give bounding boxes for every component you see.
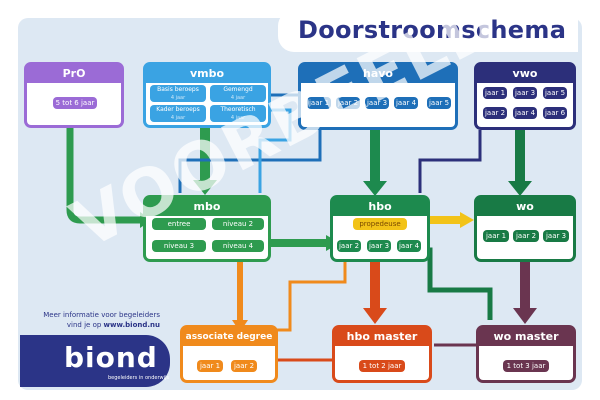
box-associate-degree: associate degree jaar 1 jaar 2 bbox=[180, 325, 278, 383]
pro-duration: 5 tot 6 jaar bbox=[53, 97, 97, 109]
vmbo-track-kader-name: Kader beroeps bbox=[156, 106, 200, 113]
arrow-havo-mbo bbox=[178, 130, 322, 193]
vmbo-track-theoretisch-name: Theoretisch bbox=[220, 106, 256, 113]
vmbo-track-kader-years: 4 jaar bbox=[170, 115, 186, 121]
page-title: Doorstroomschema bbox=[298, 16, 567, 44]
box-pro: PrO 5 tot 6 jaar bbox=[24, 62, 124, 128]
logo-tagline: begeleiders in onderwijs bbox=[108, 375, 170, 381]
havo-jaar-1: jaar 1 bbox=[307, 97, 331, 109]
ad-jaar-2: jaar 2 bbox=[231, 360, 257, 372]
arrow-vmbo-havo-entry bbox=[258, 108, 292, 193]
havo-jaar-5: jaar 5 bbox=[427, 97, 451, 109]
box-hbo-master-header: hbo master bbox=[335, 328, 429, 346]
info-line-2-text: vind je op bbox=[66, 321, 102, 329]
havo-jaar-2: jaar 2 bbox=[336, 97, 360, 109]
vmbo-track-basis-years: 4 jaar bbox=[170, 95, 186, 101]
vwo-jaar-6: jaar 6 bbox=[543, 107, 567, 119]
box-havo-header: havo bbox=[301, 65, 455, 83]
box-mbo: mbo entree niveau 2 niveau 3 niveau 4 bbox=[143, 195, 271, 262]
vwo-jaar-2: jaar 2 bbox=[483, 107, 507, 119]
box-havo: havo jaar 1 jaar 2 jaar 3 jaar 4 jaar 5 bbox=[298, 62, 458, 130]
box-vmbo-header: vmbo bbox=[146, 65, 268, 83]
info-line-2: vind je op www.biond.nu bbox=[20, 320, 160, 330]
wo-jaar-2: jaar 2 bbox=[513, 230, 539, 242]
vmbo-track-kader: Kader beroeps 4 jaar bbox=[150, 105, 206, 122]
box-hbo: hbo propedeuse jaar 2 jaar 3 jaar 4 bbox=[330, 195, 430, 262]
box-associate-degree-header: associate degree bbox=[183, 328, 275, 346]
box-wo-master-header: wo master bbox=[479, 328, 573, 346]
hbo-jaar-2: jaar 2 bbox=[337, 240, 361, 252]
vmbo-track-gemengd-name: Gemengd bbox=[223, 86, 253, 93]
vwo-jaar-3: jaar 3 bbox=[513, 87, 537, 99]
mbo-entree: entree bbox=[152, 218, 206, 230]
box-hbo-header: hbo bbox=[333, 198, 427, 216]
vmbo-track-theoretisch-years: 4 jaar bbox=[230, 115, 246, 121]
vwo-jaar-4: jaar 4 bbox=[513, 107, 537, 119]
arrow-vwo-hbo bbox=[418, 130, 482, 193]
box-mbo-header: mbo bbox=[146, 198, 268, 216]
box-vmbo: vmbo Basis beroeps 4 jaar Gemengd 4 jaar… bbox=[143, 62, 271, 128]
havo-jaar-4: jaar 4 bbox=[394, 97, 418, 109]
wo-jaar-1: jaar 1 bbox=[483, 230, 509, 242]
box-hbo-master: hbo master 1 tot 2 jaar bbox=[332, 325, 432, 383]
arrow-pro-mbo bbox=[66, 128, 142, 224]
info-line-1: Meer informatie voor begeleiders bbox=[43, 311, 160, 319]
ad-jaar-1: jaar 1 bbox=[197, 360, 223, 372]
hbo-jaar-3: jaar 3 bbox=[367, 240, 391, 252]
biond-logo: biond begeleiders in onderwijs bbox=[20, 335, 170, 387]
info-text: Meer informatie voor begeleiders vind je… bbox=[20, 310, 160, 330]
vmbo-track-basis: Basis beroeps 4 jaar bbox=[150, 85, 206, 102]
box-vwo: vwo jaar 1 jaar 3 jaar 5 jaar 2 jaar 4 j… bbox=[474, 62, 576, 130]
box-wo-header: wo bbox=[477, 198, 573, 216]
title-banner bbox=[278, 10, 578, 52]
box-wo-master: wo master 1 tot 3 jaar bbox=[476, 325, 576, 383]
hbo-master-duration: 1 tot 2 jaar bbox=[359, 360, 405, 372]
vmbo-track-theoretisch: Theoretisch 4 jaar bbox=[210, 105, 266, 122]
arrow-hbo-ad bbox=[270, 262, 347, 332]
hbo-jaar-4: jaar 4 bbox=[397, 240, 421, 252]
mbo-niveau-2: niveau 2 bbox=[212, 218, 264, 230]
vwo-jaar-5: jaar 5 bbox=[543, 87, 567, 99]
logo-word: biond bbox=[64, 341, 158, 374]
box-pro-header: PrO bbox=[27, 65, 121, 83]
info-link[interactable]: www.biond.nu bbox=[103, 321, 160, 329]
mbo-niveau-4: niveau 4 bbox=[212, 240, 264, 252]
box-wo: wo jaar 1 jaar 2 jaar 3 bbox=[474, 195, 576, 262]
vmbo-track-basis-name: Basis beroeps bbox=[157, 86, 199, 93]
mbo-niveau-3: niveau 3 bbox=[152, 240, 206, 252]
hbo-propedeuse: propedeuse bbox=[353, 218, 407, 230]
wo-master-duration: 1 tot 3 jaar bbox=[503, 360, 549, 372]
wo-jaar-3: jaar 3 bbox=[543, 230, 569, 242]
box-vwo-header: vwo bbox=[477, 65, 573, 83]
vmbo-track-gemengd-years: 4 jaar bbox=[230, 95, 246, 101]
vmbo-track-gemengd: Gemengd 4 jaar bbox=[210, 85, 266, 102]
vwo-jaar-1: jaar 1 bbox=[483, 87, 507, 99]
havo-jaar-3: jaar 3 bbox=[365, 97, 389, 109]
